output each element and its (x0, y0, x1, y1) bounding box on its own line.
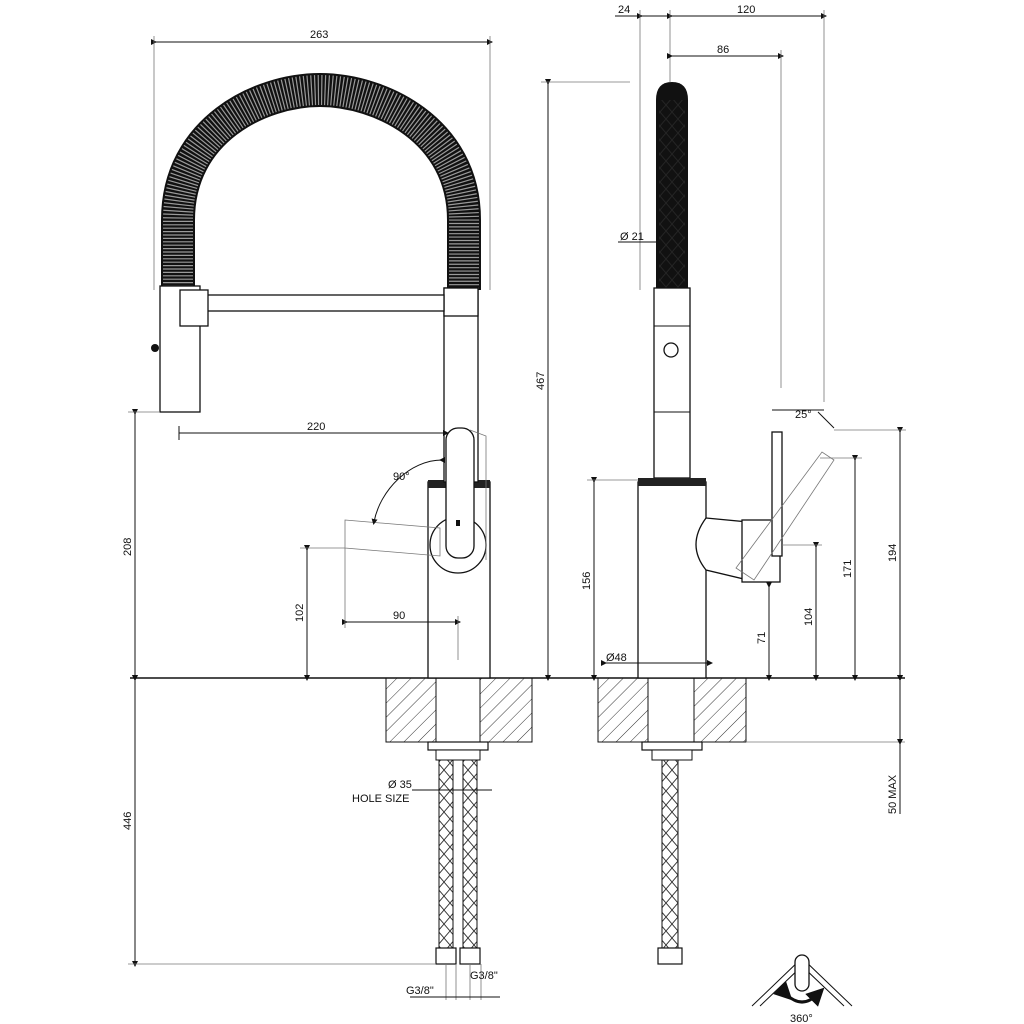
front-lever-ghost (344, 519, 441, 557)
side-dim-171: 171 (842, 560, 854, 578)
rotation-lever-icon (794, 954, 810, 992)
side-dim-deck-max: 50 MAX (887, 774, 899, 814)
front-deck-left (385, 677, 437, 743)
rotation-arrow-icon (773, 981, 825, 1007)
side-deck-right (693, 677, 747, 743)
side-body-collar (638, 478, 706, 486)
side-nut-lower (651, 749, 693, 761)
front-dim-reach: 220 (307, 421, 325, 433)
side-nut (641, 741, 703, 751)
front-fitting-right (459, 947, 481, 965)
side-dim-194: 194 (887, 544, 899, 562)
side-fitting (657, 947, 683, 965)
side-lever-ghost (735, 451, 835, 581)
side-button-icon (663, 342, 679, 358)
side-handshower (653, 287, 691, 479)
front-handshower-clip (179, 289, 209, 327)
front-thread-right: G3/8" (470, 970, 498, 982)
front-nut (427, 741, 489, 751)
rotation-label: 360° (790, 1013, 813, 1024)
side-lever (771, 431, 783, 557)
front-thread-left: G3/8" (406, 985, 434, 997)
front-deck-right (479, 677, 533, 743)
side-dim-top-offset: 24 (618, 4, 630, 16)
side-hose (661, 759, 679, 951)
front-spout-head (443, 287, 479, 317)
side-body (637, 481, 707, 679)
front-lever-mark (456, 520, 460, 526)
side-dim-71: 71 (756, 632, 768, 644)
front-lever-ghost-upright (469, 429, 487, 560)
front-dim-hose-length: 446 (122, 812, 134, 830)
front-dim-lever-height: 102 (294, 604, 306, 622)
rotation-symbol: 360° (751, 954, 853, 1024)
side-dim-hose-diameter: Ø 21 (620, 231, 644, 243)
side-dim-body-height: 156 (581, 572, 593, 590)
front-arm (199, 294, 445, 312)
side-dim-25-arc (817, 411, 835, 429)
front-nut-lower (435, 749, 481, 761)
front-hose-left (438, 759, 454, 951)
front-rotation-arc (371, 456, 446, 525)
front-dim-spout-height: 208 (122, 538, 134, 556)
side-dim-body-diameter: Ø48 (606, 652, 627, 664)
side-dim-104: 104 (803, 608, 815, 626)
side-lever-connector (695, 517, 749, 581)
side-deck-left (597, 677, 649, 743)
front-dim-lever-length: 90 (393, 610, 405, 622)
side-dim-lever-angle: 25° (795, 409, 812, 421)
side-dim-depth: 120 (737, 4, 755, 16)
front-fitting-left (435, 947, 457, 965)
front-hole-label: HOLE SIZE (352, 793, 409, 805)
front-hose-right (462, 759, 478, 951)
front-spring-hose (161, 72, 481, 290)
side-dim-total-height: 467 (535, 372, 547, 390)
front-view: 90° 263 220 208 102 90 446 (122, 29, 540, 1000)
front-dim-width: 263 (310, 29, 328, 41)
side-dim-lever-depth: 86 (717, 44, 729, 56)
front-dim-rotation: 90° (393, 471, 410, 483)
front-lever (445, 427, 475, 559)
side-view: 24 120 86 467 Ø 21 25° 156 Ø48 71 104 (535, 4, 906, 965)
front-button-icon (151, 344, 159, 352)
side-spring-hose (656, 82, 688, 290)
front-hole-diameter: Ø 35 (388, 779, 412, 791)
